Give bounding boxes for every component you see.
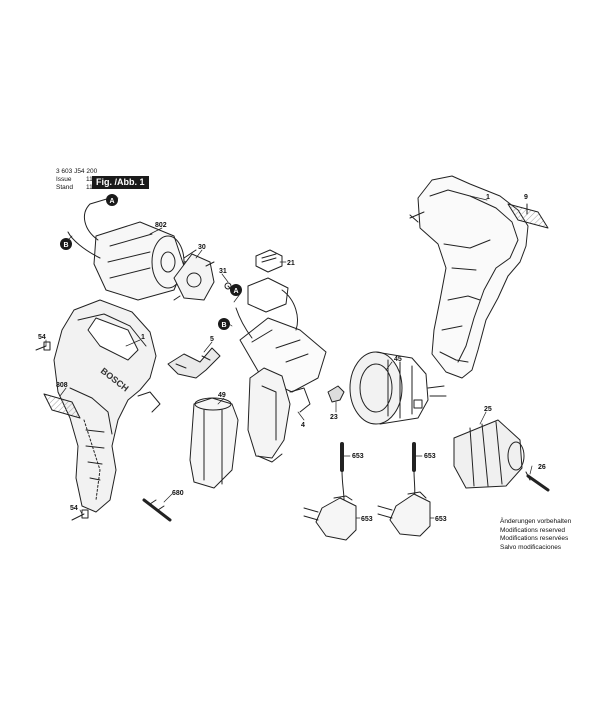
figure-label: Fig. /Abb. 1 bbox=[92, 176, 149, 189]
housing-shell-right bbox=[409, 175, 529, 379]
nameplate-808 bbox=[43, 393, 81, 419]
svg-text:A: A bbox=[233, 288, 238, 295]
label-26: 26 bbox=[538, 464, 546, 471]
leader-lines bbox=[45, 195, 533, 519]
label-housing-left: 1 bbox=[141, 334, 145, 341]
switch-block-21 bbox=[255, 249, 283, 273]
label-54-bottom: 54 bbox=[70, 505, 78, 512]
label-31: 31 bbox=[219, 268, 227, 275]
cable-653-right bbox=[412, 442, 416, 501]
label-45: 45 bbox=[394, 356, 402, 363]
switch-housing-4 bbox=[247, 367, 311, 463]
issue-label: Issue bbox=[56, 176, 72, 183]
screwdriver-bit-680 bbox=[142, 498, 172, 522]
label-strip-9 bbox=[507, 203, 549, 229]
motor bbox=[67, 197, 199, 301]
screw-54-top bbox=[35, 341, 51, 351]
notice-line: Änderungen vorbehalten bbox=[500, 518, 572, 525]
gear-plate-30 bbox=[173, 249, 215, 301]
label-680: 680 bbox=[172, 490, 184, 497]
label-653-charger-right: 653 bbox=[435, 516, 447, 523]
notice-line: Modifications reserved bbox=[500, 526, 566, 534]
screw-26 bbox=[525, 471, 550, 492]
label-housing-right: 1 bbox=[486, 194, 490, 201]
notice-line: Modifications reservées bbox=[500, 535, 569, 542]
label-9: 9 bbox=[524, 194, 528, 201]
connector-b-middle: B bbox=[218, 318, 230, 330]
label-23: 23 bbox=[330, 414, 338, 421]
terminal-5 bbox=[167, 347, 221, 379]
svg-text:B: B bbox=[221, 322, 226, 329]
label-653-charger-left: 653 bbox=[361, 516, 373, 523]
modification-notice: Änderungen vorbehalten Modifications res… bbox=[500, 518, 571, 552]
label-49: 49 bbox=[218, 392, 226, 399]
notice-line: Salvo modificaciones bbox=[500, 543, 562, 551]
charger-653-right bbox=[377, 491, 431, 537]
svg-text:B: B bbox=[63, 242, 68, 249]
connector-a-middle: A bbox=[230, 284, 242, 296]
chuck-25 bbox=[453, 419, 525, 489]
label-54-top: 54 bbox=[38, 334, 46, 341]
electronics-module bbox=[235, 277, 327, 393]
label-808: 808 bbox=[56, 382, 68, 389]
charger-653-left bbox=[303, 495, 357, 541]
part-number: 3 603 J54 200 bbox=[56, 168, 98, 175]
battery-49 bbox=[189, 397, 239, 489]
label-5: 5 bbox=[210, 336, 214, 343]
label-21: 21 bbox=[287, 260, 295, 267]
label-30: 30 bbox=[198, 244, 206, 251]
label-653-cable-left: 653 bbox=[352, 453, 364, 460]
connector-a-top: A bbox=[106, 194, 118, 206]
cable-653-left bbox=[340, 442, 345, 501]
gearbox-45 bbox=[349, 351, 447, 425]
label-653-cable-right: 653 bbox=[424, 453, 436, 460]
part-labels: 1 9 802 30 21 31 54 1 5 808 45 49 4 23 2… bbox=[38, 194, 546, 523]
svg-text:A: A bbox=[109, 198, 114, 205]
connector-b-left: B bbox=[60, 238, 72, 250]
housing-shell-left: BOSCH bbox=[53, 299, 161, 513]
label-25: 25 bbox=[484, 406, 492, 413]
label-motor: 802 bbox=[155, 222, 167, 229]
knob-23 bbox=[327, 385, 345, 403]
label-4: 4 bbox=[301, 422, 305, 429]
stand-label: Stand bbox=[56, 184, 73, 191]
